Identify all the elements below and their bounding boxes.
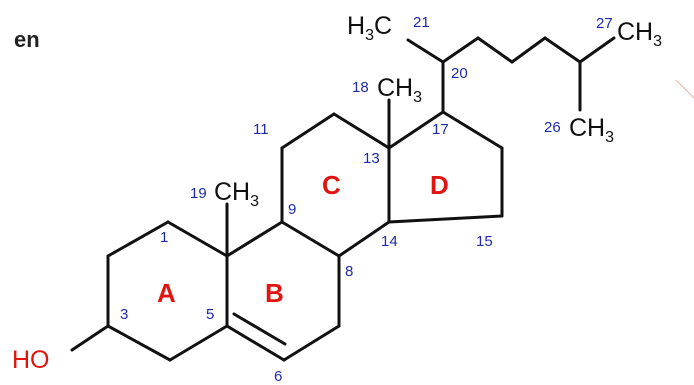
bond-c10-c1 (166, 220, 229, 258)
bond-c3-c4 (106, 324, 172, 362)
methyl-18-main: CH (377, 74, 413, 102)
atom-number-18: 18 (352, 79, 369, 96)
bond-c5-c6 (225, 324, 286, 362)
bond-c1-c2 (106, 220, 170, 258)
methyl-27-main: CH (617, 18, 653, 46)
atom-number-19: 19 (190, 185, 207, 202)
atom-number-20: 20 (451, 65, 468, 82)
methyl-26-label: CH3 (569, 114, 614, 146)
bond-c20-c21 (406, 38, 445, 64)
methyl-18-sub: 3 (413, 89, 422, 106)
atom-number-5: 5 (206, 306, 214, 323)
methyl-21-pre: H (347, 12, 365, 40)
atom-number-27: 27 (596, 15, 613, 32)
bond-c17-c16 (441, 110, 504, 150)
page-edge-line (675, 79, 694, 99)
bond-c24-c25 (543, 36, 582, 64)
bond-skeleton (70, 36, 616, 362)
bond-c3-oh (70, 324, 110, 352)
atom-number-1: 1 (160, 229, 168, 246)
bond-c15-c14 (387, 214, 504, 224)
bond-c9-c10 (225, 220, 284, 258)
bond-c20-c22 (441, 36, 480, 64)
methyl-18-label: CH3 (377, 74, 422, 106)
methyl-26-sub: 3 (605, 129, 614, 146)
methyl-21-sub: 3 (365, 27, 374, 44)
atom-number-6: 6 (274, 368, 282, 385)
methyl-21-post: C (374, 12, 392, 40)
methyl-19-sub: 3 (250, 193, 259, 210)
atom-number-3: 3 (120, 306, 128, 323)
bond-c4-c5 (168, 324, 229, 362)
bond-c8-c9 (280, 220, 341, 258)
atom-number-17: 17 (432, 121, 449, 138)
atom-number-21: 21 (413, 14, 430, 31)
language-label: en (14, 27, 40, 52)
bond-c12-c13 (332, 112, 391, 150)
bond-c23-c24 (510, 36, 547, 64)
methyl-19-label: CH3 (214, 178, 259, 210)
ring-a-label: A (157, 278, 176, 308)
atom-number-15: 15 (476, 233, 493, 250)
atom-number-13: 13 (363, 150, 380, 167)
atom-number-26: 26 (544, 119, 561, 136)
methyl-27-sub: 3 (653, 33, 662, 50)
atom-number-11: 11 (253, 121, 269, 138)
atom-number-8: 8 (345, 263, 353, 280)
bond-c11-c12 (280, 112, 336, 150)
bond-c14-c8 (337, 220, 391, 258)
ring-b-label: B (265, 278, 284, 308)
ring-c-label: C (322, 170, 341, 200)
bond-c22-c23 (476, 36, 514, 64)
ring-d-label: D (430, 170, 449, 200)
bond-c25-c27 (578, 36, 616, 64)
bond-c6-c7 (282, 324, 341, 362)
atom-number-14: 14 (381, 233, 398, 250)
methyl-27-label: CH3 (617, 18, 662, 50)
bond-c13-c17 (387, 110, 445, 150)
methyl-21-label: H3C (347, 12, 392, 44)
hydroxyl-group-label: HO (12, 346, 50, 374)
methyl-19-main: CH (214, 178, 250, 206)
bond-c5-c6-double (232, 312, 287, 346)
methyl-26-main: CH (569, 114, 605, 142)
atom-number-9: 9 (288, 201, 296, 218)
